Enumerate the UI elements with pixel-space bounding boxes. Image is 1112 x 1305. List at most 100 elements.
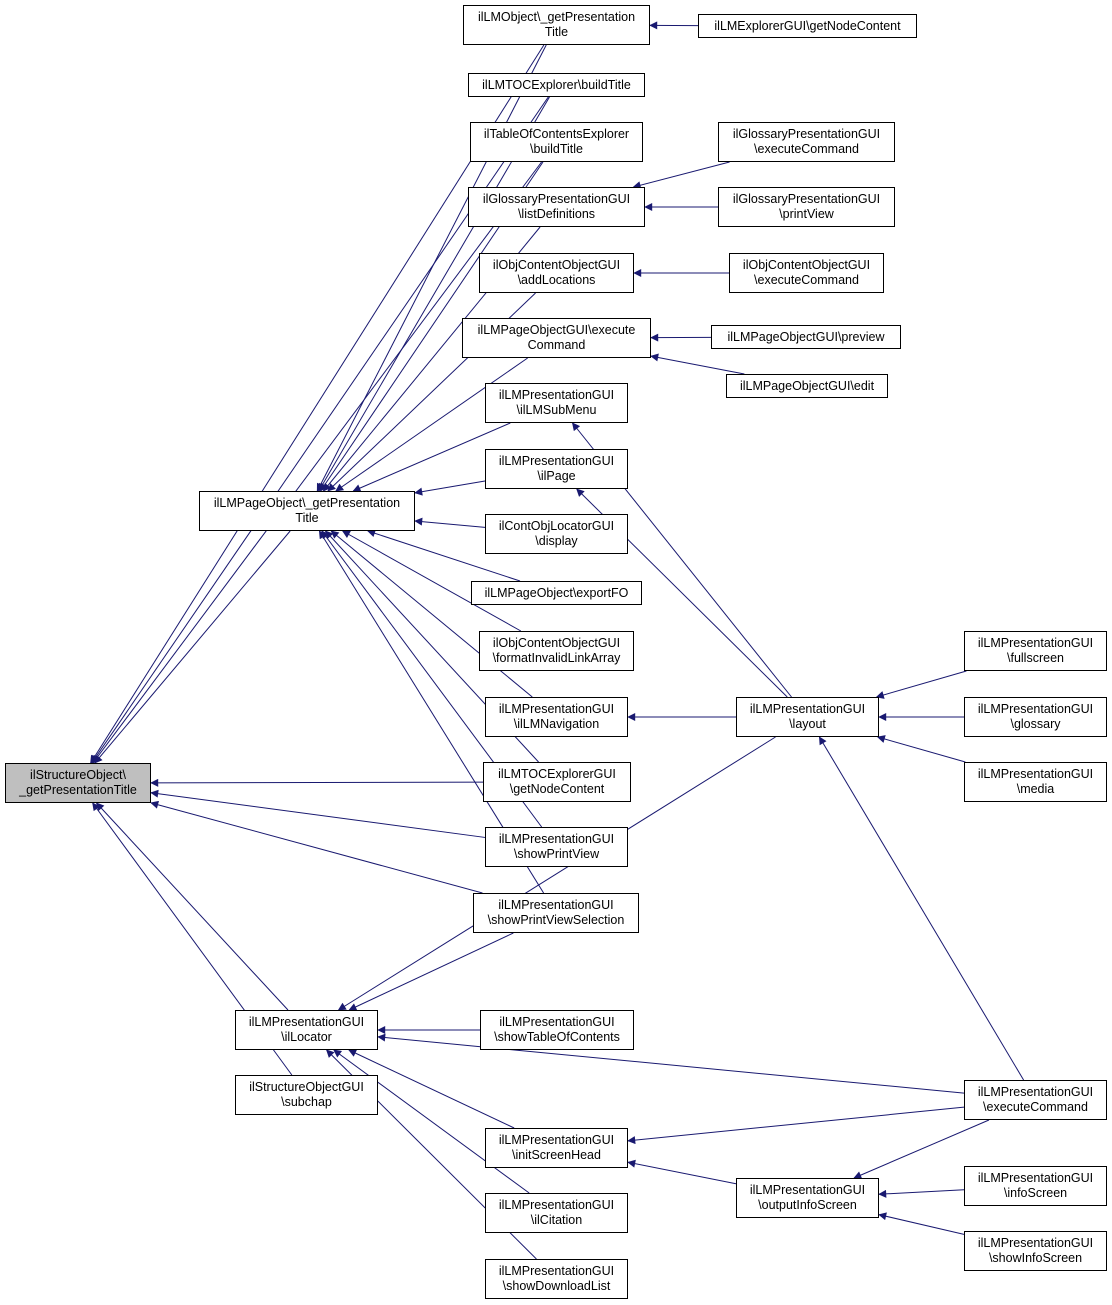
node-illmpresentationgui-ilcitation[interactable]: ilLMPresentationGUI\ilCitation — [485, 1193, 628, 1233]
node-illmexplorergui-getnodecontent[interactable]: ilLMExplorerGUI\getNodeContent — [698, 14, 917, 38]
node-label-line: ilStructureObject\ — [30, 768, 126, 782]
node-illmpresentationgui-glossary[interactable]: ilLMPresentationGUI\glossary — [964, 697, 1107, 737]
node-label-line: ilLMPresentationGUI — [977, 1171, 1094, 1185]
node-illmpresentationgui-layout[interactable]: ilLMPresentationGUI\layout — [736, 697, 879, 737]
edge-n_execcmd-to-n_initscreen — [627, 1106, 965, 1145]
node-label-line: ilLMPresentationGUI — [498, 1198, 615, 1212]
node-label-line: \ilLMSubMenu — [516, 403, 597, 417]
node-label-line: ilObjContentObjectGUI — [492, 636, 621, 650]
node-illmpresentationgui-showprintview[interactable]: ilLMPresentationGUI\showPrintView — [485, 827, 628, 867]
node-ilglossarypresentationgui-listdefinitions[interactable]: ilGlossaryPresentationGUI\listDefinition… — [468, 187, 645, 227]
edge-n_ilpage-to-n_pagetitle — [414, 480, 486, 496]
node-label-line: \subchap — [281, 1095, 332, 1109]
node-iltableofcontentsexplorer-buildtitle[interactable]: ilTableOfContentsExplorer\buildTitle — [470, 122, 643, 162]
edge-n_infoscreen-to-n_outputinfo — [878, 1189, 965, 1198]
node-label-line: ilLMTOCExplorer\buildTitle — [482, 77, 631, 92]
node-label-line: ilLMObject\_getPresentation — [477, 10, 636, 24]
node-label-line: \ilLocator — [281, 1030, 332, 1044]
node-label-line: \infoScreen — [1003, 1186, 1068, 1200]
node-label-line: \addLocations — [517, 273, 596, 287]
node-label-line: ilLMPresentationGUI — [498, 1264, 615, 1278]
node-ilcontobjlocatorgui-display[interactable]: ilContObjLocatorGUI\display — [485, 514, 628, 554]
node-label-line: \glossary — [1010, 717, 1061, 731]
node-illmpresentationgui-infoscreen[interactable]: ilLMPresentationGUI\infoScreen — [964, 1166, 1107, 1206]
node-label-line: \printView — [779, 207, 834, 221]
edge-n_lmobj-to-n_pagetitle — [316, 44, 547, 492]
node-label-line: ilObjContentObjectGUI — [492, 258, 621, 272]
edge-n_showprintsel-to-n_locator — [348, 932, 514, 1011]
node-ilobjcontentobjectgui-addlocations[interactable]: ilObjContentObjectGUI\addLocations — [479, 253, 634, 293]
node-label-line: \showPrintViewSelection — [487, 913, 625, 927]
node-label-line: ilTableOfContentsExplorer — [483, 127, 630, 141]
edge-n_edit-to-n_pageobjexec — [650, 353, 745, 375]
node-label-line: \showPrintView — [513, 847, 600, 861]
node-label-line: ilLMPresentationGUI — [498, 454, 615, 468]
node-label-line: ilGlossaryPresentationGUI — [482, 192, 631, 206]
node-label-line: \outputInfoScreen — [758, 1198, 857, 1212]
node-illmpageobjectgui-preview[interactable]: ilLMPageObjectGUI\preview — [711, 325, 901, 349]
node-ilstructureobject-getpresentationtitle: ilStructureObject\_getPresentationTitle — [5, 763, 151, 803]
node-label-line: _getPresentationTitle — [19, 783, 137, 797]
node-label-line: ilLMPresentationGUI — [977, 767, 1094, 781]
node-label-line: ilLMPresentationGUI — [749, 702, 866, 716]
node-illmpresentationgui-initscreenhead[interactable]: ilLMPresentationGUI\initScreenHead — [485, 1128, 628, 1168]
node-ilglossarypresentationgui-printview[interactable]: ilGlossaryPresentationGUI\printView — [718, 187, 895, 227]
node-illmpresentationgui-showprintviewselection[interactable]: ilLMPresentationGUI\showPrintViewSelecti… — [473, 893, 639, 933]
node-illmpresentationgui-ilpage[interactable]: ilLMPresentationGUI\ilPage — [485, 449, 628, 489]
node-illmpresentationgui-showdownloadlist[interactable]: ilLMPresentationGUI\showDownloadList — [485, 1259, 628, 1299]
node-label-line: Title — [544, 25, 569, 39]
node-label-line: Command — [527, 338, 586, 352]
node-label-line: \buildTitle — [529, 142, 584, 156]
edge-n_showinfo-to-n_outputinfo — [878, 1212, 965, 1235]
node-label-line: ilLMPageObjectGUI\execute — [477, 323, 636, 337]
node-label-line: \executeCommand — [754, 273, 859, 287]
edge-n_pagetitle-to-n_root — [94, 530, 291, 764]
edge-n_lmobj-to-n_root — [90, 44, 545, 764]
node-illmpresentationgui-fullscreen[interactable]: ilLMPresentationGUI\fullscreen — [964, 631, 1107, 671]
node-label-line: ilContObjLocatorGUI — [498, 519, 615, 533]
node-label-line: ilLMPageObjectGUI\edit — [739, 378, 875, 393]
node-label-line: \formatInvalidLinkArray — [492, 651, 621, 665]
node-illmpresentationgui-showtableofcontents[interactable]: ilLMPresentationGUI\showTableOfContents — [480, 1010, 634, 1050]
edge-n_media-to-n_layout — [876, 735, 966, 763]
node-label-line: ilLMPageObject\_getPresentation — [213, 496, 401, 510]
node-illmpresentationgui-executecommand[interactable]: ilLMPresentationGUI\executeCommand — [964, 1080, 1107, 1120]
node-illmpageobjectgui-edit[interactable]: ilLMPageObjectGUI\edit — [726, 374, 888, 398]
node-label-line: \fullscreen — [1007, 651, 1064, 665]
node-label-line: ilObjContentObjectGUI — [742, 258, 871, 272]
node-label-line: \layout — [789, 717, 826, 731]
node-illmpresentationgui-illocator[interactable]: ilLMPresentationGUI\ilLocator — [235, 1010, 378, 1050]
node-illmpresentationgui-outputinfoscreen[interactable]: ilLMPresentationGUI\outputInfoScreen — [736, 1178, 879, 1218]
node-illmpageobject-exportfo[interactable]: ilLMPageObject\exportFO — [471, 581, 642, 605]
node-illmpresentationgui-showinfoscreen[interactable]: ilLMPresentationGUI\showInfoScreen — [964, 1231, 1107, 1271]
node-illmpresentationgui-illmsubmenu[interactable]: ilLMPresentationGUI\ilLMSubMenu — [485, 383, 628, 423]
node-ilstructureobjectgui-subchap[interactable]: ilStructureObjectGUI\subchap — [235, 1075, 378, 1115]
edge-n_showprintsel-to-n_root — [150, 800, 483, 894]
node-label-line: \getNodeContent — [509, 782, 605, 796]
node-label-line: ilLMPresentationGUI — [977, 636, 1094, 650]
node-illmpresentationgui-illmnavigation[interactable]: ilLMPresentationGUI\ilLMNavigation — [485, 697, 628, 737]
node-illmtocexplorergui-getnodecontent[interactable]: ilLMTOCExplorerGUI\getNodeContent — [483, 762, 631, 802]
node-label-line: ilLMPresentationGUI — [498, 702, 615, 716]
node-label-line: ilLMExplorerGUI\getNodeContent — [714, 18, 901, 33]
node-label-line: \showTableOfContents — [494, 1030, 620, 1044]
node-label-line: ilStructureObjectGUI — [249, 1080, 364, 1094]
node-label-line: ilLMTOCExplorerGUI — [498, 767, 616, 781]
node-ilglossarypresentationgui-executecommand[interactable]: ilGlossaryPresentationGUI\executeCommand — [718, 122, 895, 162]
node-label-line: ilLMPageObject\exportFO — [484, 585, 629, 600]
node-label-line: ilLMPresentationGUI — [977, 1085, 1094, 1099]
node-illmpresentationgui-media[interactable]: ilLMPresentationGUI\media — [964, 762, 1107, 802]
node-label-line: \ilLMNavigation — [513, 717, 600, 731]
edge-n_tablecont-to-n_root — [92, 161, 542, 764]
node-ilobjcontentobjectgui-executecommand[interactable]: ilObjContentObjectGUI\executeCommand — [729, 253, 884, 293]
edge-n_execcmd-to-n_layout — [818, 736, 1025, 1081]
node-ilobjcontentobjectgui-formatinvalidlinkarray[interactable]: ilObjContentObjectGUI\formatInvalidLinkA… — [479, 631, 634, 671]
edge-n_layout-to-n_locator — [337, 736, 776, 1011]
node-label-line: ilLMPresentationGUI — [977, 1236, 1094, 1250]
edge-n_submenu-to-n_pagetitle — [352, 422, 511, 492]
node-illmtocexplorer-buildtitle[interactable]: ilLMTOCExplorer\buildTitle — [468, 73, 645, 97]
edge-n_citation-to-n_locator — [333, 1049, 530, 1194]
